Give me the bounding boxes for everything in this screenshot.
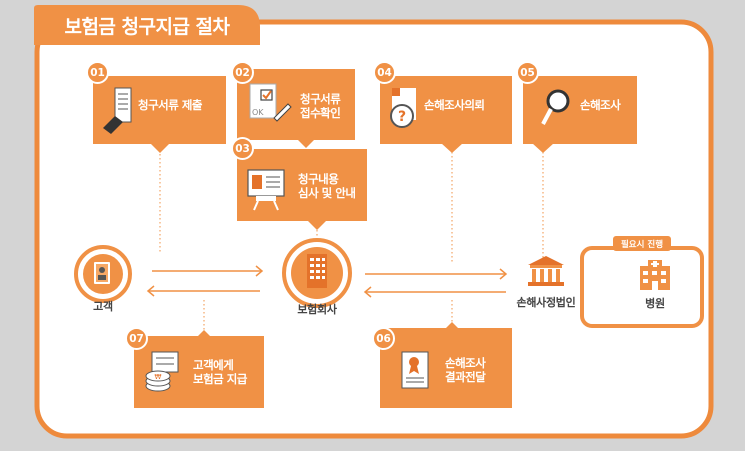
step-05-number: 05 bbox=[516, 61, 539, 84]
certificate-icon bbox=[401, 351, 429, 389]
pointer-03 bbox=[307, 220, 327, 230]
step-06-label-2: 결과전달 bbox=[445, 370, 486, 384]
adjuster-label: 손해사정법인 bbox=[516, 296, 576, 309]
hospital-tag: 필요시 진행 bbox=[613, 236, 671, 251]
step-05-label: 손해조사 bbox=[580, 98, 621, 112]
ok-text: OK bbox=[252, 108, 264, 117]
step-07-label-1: 고객에게 bbox=[193, 358, 234, 372]
step-07-number: 07 bbox=[125, 327, 148, 350]
step-04-label: 손해조사의뢰 bbox=[424, 98, 485, 112]
insurance-building-icon bbox=[282, 238, 352, 308]
pointer-05 bbox=[532, 143, 554, 153]
step-06-label-1: 손해조사 bbox=[445, 356, 486, 370]
magnifier-icon bbox=[541, 89, 570, 125]
insurer-label: 보험회사 bbox=[297, 303, 337, 316]
svg-text:₩: ₩ bbox=[155, 373, 162, 381]
step-05-box bbox=[523, 76, 637, 144]
step-04-number: 04 bbox=[373, 61, 396, 84]
step-02-label-1: 청구서류 bbox=[300, 92, 341, 106]
step-02-number: 02 bbox=[231, 61, 254, 84]
pointer-04 bbox=[441, 143, 463, 153]
hospital-label: 병원 bbox=[645, 297, 665, 310]
customer-icon bbox=[74, 245, 132, 303]
step-03-label-2: 심사 및 안내 bbox=[298, 186, 356, 200]
title-tab-shape bbox=[34, 5, 260, 45]
step-03-number: 03 bbox=[231, 137, 254, 160]
question-document-icon: ? bbox=[390, 88, 416, 128]
hospital-icon bbox=[640, 260, 670, 290]
review-board-icon bbox=[247, 169, 285, 211]
adjuster-building-icon bbox=[528, 256, 564, 286]
step-02-label-2: 접수확인 bbox=[300, 106, 341, 120]
page-title: 보험금 청구지급 절차 bbox=[64, 15, 230, 38]
customer-label: 고객 bbox=[93, 300, 113, 313]
document-submit-icon bbox=[103, 87, 132, 134]
step-01-label: 청구서류 제출 bbox=[138, 98, 202, 112]
pointer-02 bbox=[298, 140, 314, 148]
step-01-number: 01 bbox=[86, 61, 109, 84]
step-03-label-1: 청구내용 bbox=[298, 172, 339, 186]
pointer-01 bbox=[150, 143, 170, 153]
svg-text:?: ? bbox=[398, 109, 406, 125]
document-check-icon bbox=[249, 83, 292, 122]
step-06-number: 06 bbox=[372, 327, 395, 350]
step-07-label-2: 보험금 지급 bbox=[193, 372, 247, 386]
money-icon: ₩ bbox=[145, 351, 179, 392]
